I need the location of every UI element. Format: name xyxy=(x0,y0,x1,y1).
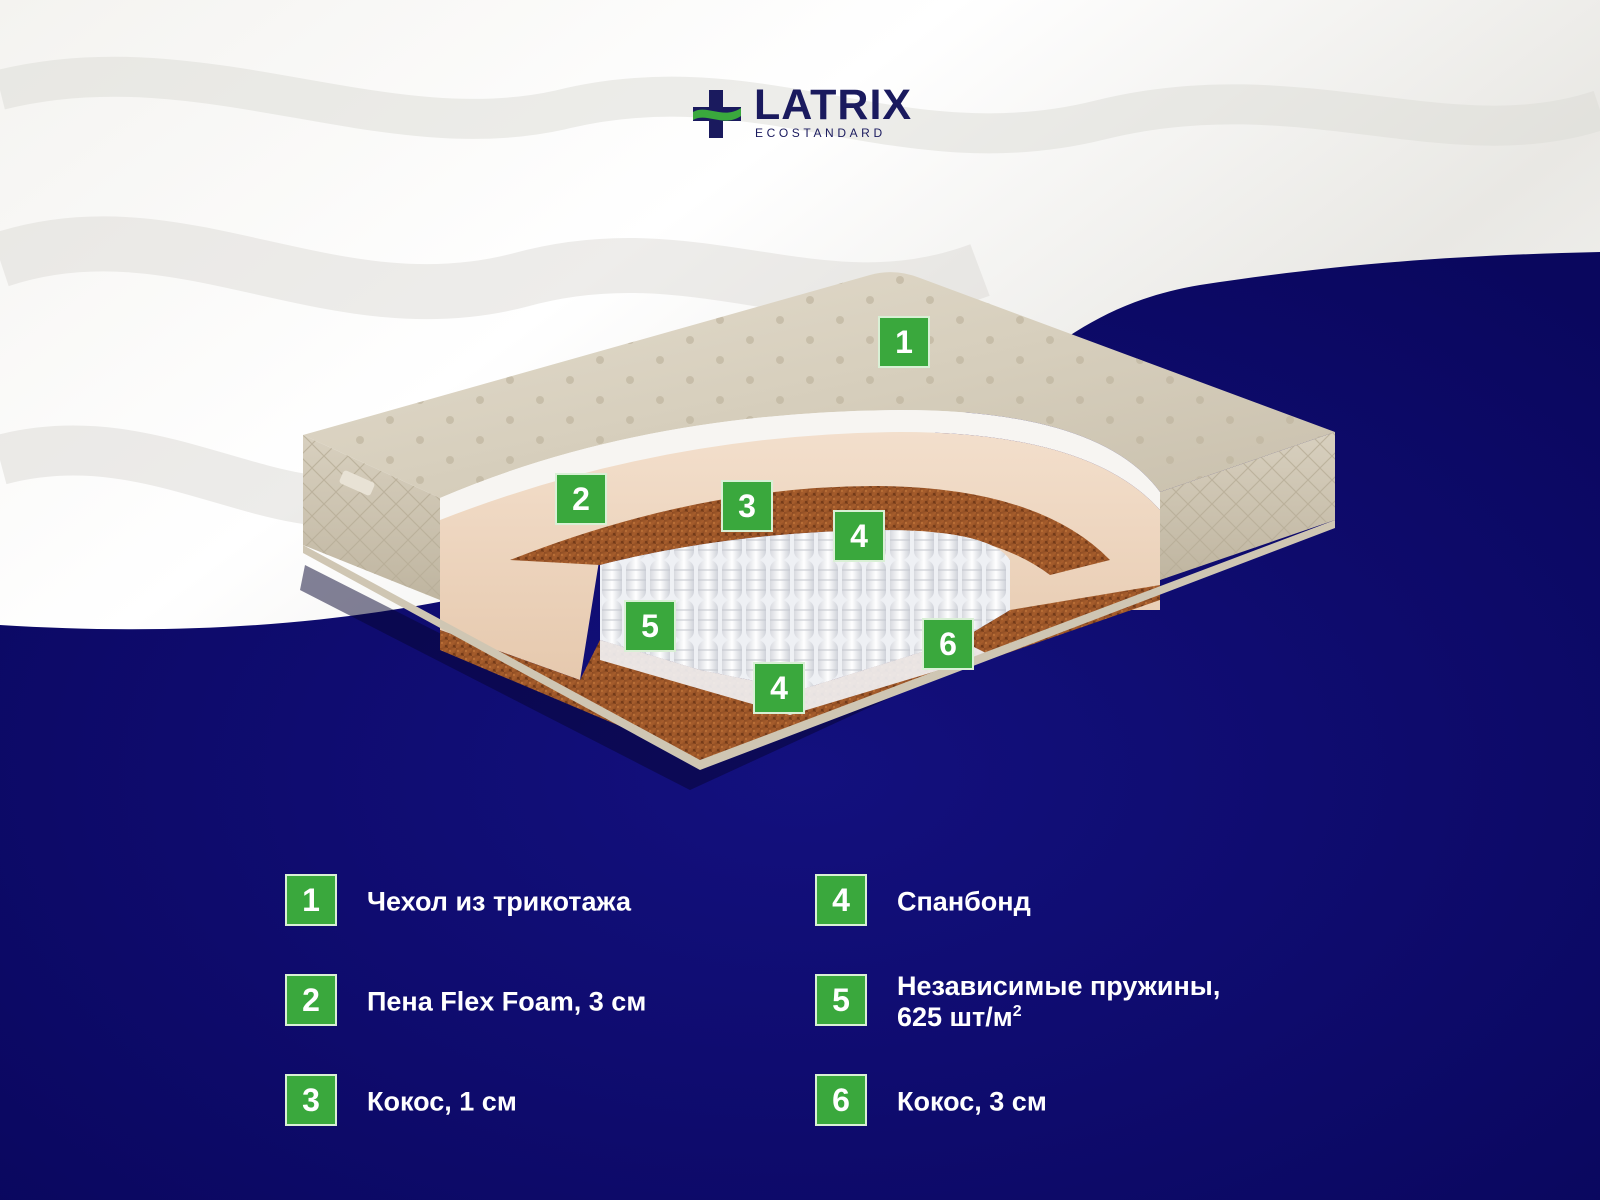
legend-text-1: Чехол из трикотажа xyxy=(367,886,631,917)
legend-badge-6: 6 xyxy=(815,1074,867,1126)
legend-badge-3: 3 xyxy=(285,1074,337,1126)
legend-item-6: 6 Кокос, 3 см xyxy=(815,1074,1335,1130)
legend-badge-5: 5 xyxy=(815,974,867,1026)
legend-item-2: 2 Пена Flex Foam, 3 см xyxy=(285,974,745,1030)
hotspot-badge-5: 5 xyxy=(624,600,676,652)
hotspot-badge-6: 6 xyxy=(922,618,974,670)
legend-item-1: 1 Чехол из трикотажа xyxy=(285,874,745,930)
brand-logo: LATRIX ECOSTANDARD xyxy=(693,81,913,144)
brand-tagline: ECOSTANDARD xyxy=(755,126,886,140)
legend-text-3: Кокос, 1 см xyxy=(367,1086,517,1117)
legend-text-5-line1: Независимые пружины, xyxy=(897,970,1221,1001)
legend-badge-4: 4 xyxy=(815,874,867,926)
legend-text-6: Кокос, 3 см xyxy=(897,1086,1047,1117)
legend-text-5: Независимые пружины, 625 шт/м2 xyxy=(897,971,1220,1033)
legend-badge-2: 2 xyxy=(285,974,337,1026)
hotspot-badge-2: 2 xyxy=(555,473,607,525)
legend-item-5: 5 Независимые пружины, 625 шт/м2 xyxy=(815,971,1335,1033)
hotspot-badge-1: 1 xyxy=(878,316,930,368)
hotspot-badge-4b: 4 xyxy=(753,662,805,714)
hotspot-badge-3: 3 xyxy=(721,480,773,532)
medical-cross-logo-icon xyxy=(693,90,741,138)
legend-text-5-line2: 625 шт/м xyxy=(897,1002,1013,1032)
legend-badge-1: 1 xyxy=(285,874,337,926)
legend-text-2: Пена Flex Foam, 3 см xyxy=(367,986,647,1017)
legend-text-4: Спанбонд xyxy=(897,886,1031,917)
hotspot-badge-4: 4 xyxy=(833,510,885,562)
legend-item-4: 4 Спанбонд xyxy=(815,874,1335,930)
legend-text-5-sup: 2 xyxy=(1012,1003,1022,1020)
brand-name: LATRIX xyxy=(754,81,913,129)
legend-item-3: 3 Кокос, 1 см xyxy=(285,1074,745,1130)
